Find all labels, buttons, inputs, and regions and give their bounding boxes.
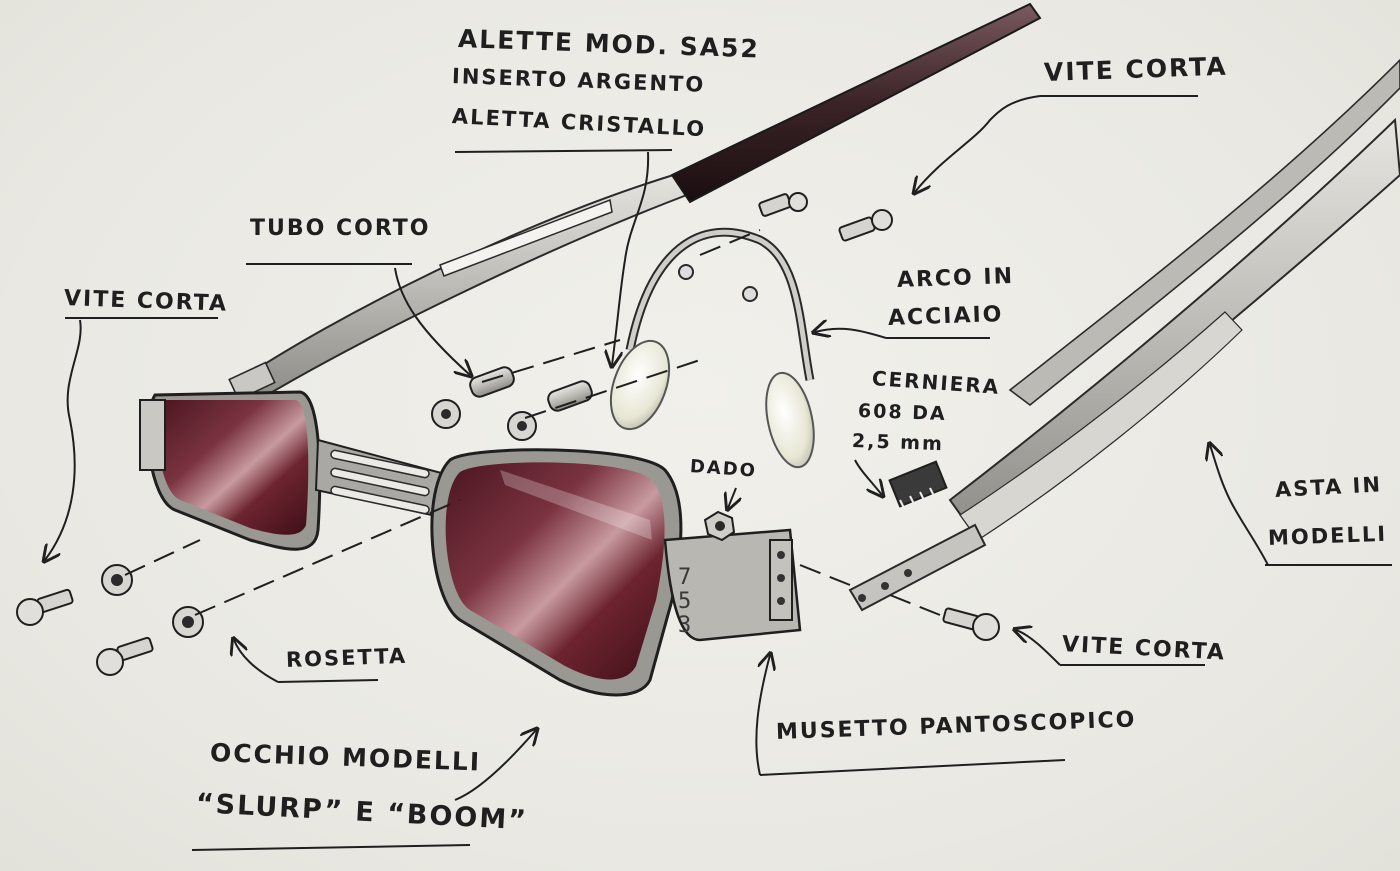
label-arco-line2: ACCIAIO [887, 301, 1004, 331]
arrow-icon [728, 487, 736, 508]
arrow-icon [755, 655, 770, 776]
right-temple [848, 58, 1400, 612]
label-tubo-corto: TUBO CORTO [250, 216, 431, 241]
arrow-icon [815, 329, 887, 339]
arrow-icon [234, 640, 279, 683]
nut-icon [703, 510, 736, 542]
arrow-icon [45, 319, 82, 560]
label-rosetta: ROSETTA [285, 643, 408, 672]
frame-number: 7 5 3 [678, 565, 692, 638]
screw-icon [838, 209, 893, 242]
nose-pad-icon [765, 371, 815, 469]
hardware [16, 192, 1000, 676]
arrow-icon [1210, 445, 1269, 566]
label-arco-line1: ARCO IN [896, 263, 1015, 293]
front-frame [139, 390, 802, 697]
hinge-icon [888, 460, 948, 513]
arrow-icon [854, 459, 882, 495]
assembly-lines [124, 229, 941, 616]
arrow-icon [394, 267, 470, 375]
tube-icon [469, 366, 593, 412]
arrow-icon [1016, 630, 1061, 666]
label-asta-line2: MODELLI [1267, 521, 1388, 550]
leader-lines [45, 95, 1392, 851]
nose-pad-icon [609, 339, 671, 431]
label-cerniera-line3: 2,5 mm [851, 430, 945, 456]
arrow-icon [915, 95, 1041, 192]
screw-icon [758, 192, 808, 217]
arrow-icon [612, 151, 650, 365]
arrow-icon [454, 730, 536, 801]
upper-temple [228, 2, 1042, 401]
screw-icon [16, 588, 1000, 676]
label-cerniera-line2: 608 DA [857, 400, 948, 426]
steel-arc [625, 227, 815, 381]
